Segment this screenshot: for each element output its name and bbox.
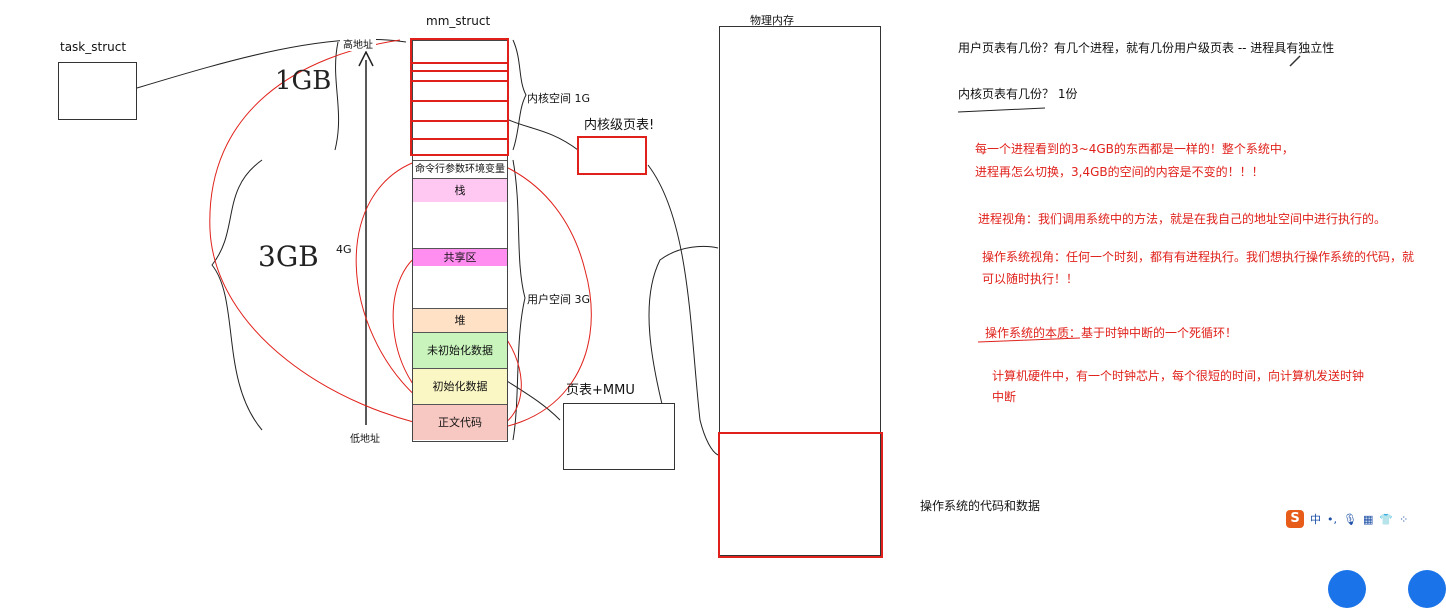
note-shared-kernel-b: 进程再怎么切换，3,4GB的空间的内容是不变的！！！ <box>975 165 1264 179</box>
floating-help-button[interactable] <box>1408 570 1446 608</box>
note-clock-chip-a: 计算机硬件中，有一个时钟芯片，每个很短的时间，向计算机发送时钟 <box>992 369 1365 383</box>
kernel-stripe <box>412 70 508 72</box>
segment-data: 初始化数据 <box>413 368 507 404</box>
segment-text: 正文代码 <box>413 404 507 440</box>
kernel-stripe <box>412 80 508 82</box>
floating-action-button[interactable] <box>1328 570 1366 608</box>
handwritten-3gb: 3GB <box>258 240 319 273</box>
ime-toolbar[interactable]: S 中 •, 🎙 ▦ 👕 ⁘ <box>1286 510 1408 528</box>
page-table-mmu-box <box>563 403 675 470</box>
kernel-stripe <box>412 100 508 102</box>
ime-microphone-icon[interactable]: 🎙 <box>1343 512 1357 526</box>
ime-apps-icon[interactable]: ⁘ <box>1399 512 1409 526</box>
ime-skin-icon[interactable]: 👕 <box>1379 512 1394 526</box>
kernel-page-table-label: 内核级页表! <box>584 118 655 133</box>
mm-struct-label: mm_struct <box>426 14 491 28</box>
ime-logo-icon[interactable]: S <box>1286 510 1304 528</box>
four-g-label: 4G <box>336 243 352 256</box>
physical-memory-label: 物理内存 <box>750 14 794 27</box>
note-user-page-tables: 用户页表有几份？有几个进程，就有几份用户级页表 -- 进程具有独立性 <box>958 41 1335 55</box>
page-table-mmu-label: 页表+MMU <box>566 383 635 398</box>
low-address-label: 低地址 <box>350 434 380 445</box>
kernel-space-label: 内核空间 1G <box>527 92 591 105</box>
os-code-data-label: 操作系统的代码和数据 <box>920 499 1041 513</box>
note-kernel-page-tables: 内核页表有几份？ 1份 <box>958 87 1078 101</box>
kernel-page-table-box <box>577 136 647 175</box>
segment-stack: 栈 <box>413 178 507 202</box>
segment-bss: 未初始化数据 <box>413 332 507 368</box>
kernel-stripe <box>412 138 508 140</box>
note-os-view-b: 可以随时执行！！ <box>982 272 1079 286</box>
kernel-stripe <box>412 62 508 64</box>
ime-keyboard-icon[interactable]: ▦ <box>1362 512 1374 526</box>
ime-language-toggle[interactable]: 中 <box>1310 513 1321 526</box>
segment-cmdline-env: 命令行参数环境变量 <box>413 160 507 178</box>
note-clock-chip-b: 中断 <box>992 390 1017 404</box>
segment-shared: 共享区 <box>413 248 507 266</box>
handwritten-1gb: 1GB <box>275 66 332 96</box>
kernel-stripe <box>412 120 508 122</box>
diagram-canvas: task_struct mm_struct 高地址 低地址 4G 1GB 3GB… <box>58 14 1446 608</box>
ime-punctuation-icon[interactable]: •, <box>1327 512 1337 526</box>
kernel-region-box <box>410 38 509 156</box>
note-process-view: 进程视角：我们调用系统中的方法，就是在我自己的地址空间中进行执行的。 <box>978 212 1387 226</box>
os-region-box <box>718 432 883 558</box>
physical-memory-column <box>719 26 881 556</box>
high-address-label: 高地址 <box>340 36 376 51</box>
user-space-label: 用户空间 3G <box>527 293 591 306</box>
task-struct-label: task_struct <box>60 40 127 54</box>
task-struct-box <box>58 62 137 120</box>
note-os-essence: 操作系统的本质：基于时钟中断的一个死循环！ <box>985 326 1238 340</box>
note-shared-kernel-a: 每一个进程看到的3~4GB的东西都是一样的！整个系统中， <box>975 142 1294 156</box>
note-os-view-a: 操作系统视角：任何一个时刻，都有有进程执行。我们想执行操作系统的代码，就 <box>982 250 1415 264</box>
segment-heap: 堆 <box>413 308 507 332</box>
